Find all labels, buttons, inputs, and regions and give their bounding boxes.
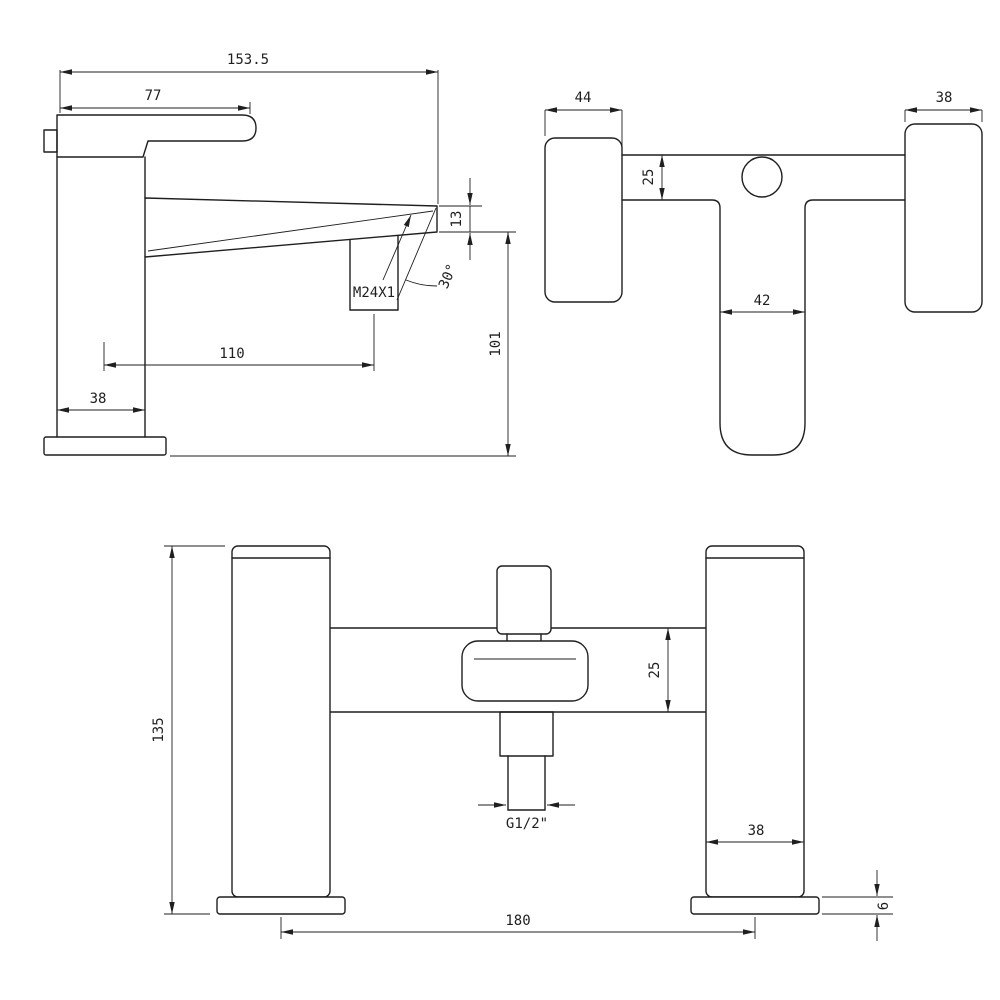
dim-text-42: 42 xyxy=(754,293,771,309)
top-bar-and-spout-channel xyxy=(621,199,906,456)
front-right-pillar xyxy=(705,545,805,898)
side-handle-index-button xyxy=(43,129,58,153)
dim-text-180: 180 xyxy=(505,913,530,929)
dim-handle-length: 77 xyxy=(60,88,251,114)
dim-left-handle-depth: 44 xyxy=(544,90,623,152)
front-left-pillar xyxy=(231,545,331,898)
dim-base-plate-height: 6 xyxy=(822,870,893,941)
dim-total-height: 135 xyxy=(151,545,225,915)
dim-spout-to-base: 101 xyxy=(170,231,516,457)
dim-text-38-top: 38 xyxy=(936,90,953,106)
dim-text-44: 44 xyxy=(575,90,592,106)
side-handle-lever xyxy=(56,114,257,158)
dim-right-handle-depth: 38 xyxy=(904,90,983,122)
dim-text-25-top: 25 xyxy=(641,169,657,186)
hose-thread-text: G1/2" xyxy=(506,816,548,832)
dim-bar-depth: 25 xyxy=(641,155,665,200)
dim-text-101: 101 xyxy=(488,331,504,356)
dim-text-135: 135 xyxy=(151,717,167,742)
front-view: G1/2" 135 25 38 6 xyxy=(151,545,893,941)
dim-bar-height: 25 xyxy=(647,628,671,712)
side-spout xyxy=(144,197,438,258)
dim-spout-tip-height: 13 xyxy=(439,178,482,260)
dim-pillar-centres: 180 xyxy=(280,913,756,939)
angle-callout-text: 30° xyxy=(436,262,461,292)
dim-overall-length: 153.5 xyxy=(59,52,439,204)
front-spout xyxy=(461,640,589,702)
dim-pillar-width: 38 xyxy=(706,823,804,845)
dim-text-spout-tip: 13 xyxy=(449,211,465,228)
dim-text-38-front: 38 xyxy=(748,823,765,839)
callout-thread-m24: M24X1 xyxy=(353,214,412,301)
top-left-handle-block xyxy=(544,137,623,303)
angle-slant-line xyxy=(396,207,437,301)
top-view: 44 38 25 42 xyxy=(544,90,983,456)
front-left-base-plate xyxy=(216,896,346,915)
thread-callout-text: M24X1 xyxy=(353,285,395,301)
angle-arc xyxy=(405,279,438,287)
dim-spout-channel-width: 42 xyxy=(720,293,805,315)
side-base-plate xyxy=(43,436,167,456)
leader-line xyxy=(382,214,412,281)
callout-hose-thread: G1/2" xyxy=(478,802,575,832)
top-right-handle-block xyxy=(904,123,983,313)
dim-body-depth: 38 xyxy=(57,391,145,413)
front-right-base-plate xyxy=(690,896,820,915)
dim-text-overall: 153.5 xyxy=(227,52,269,68)
side-view: M24X1 30° 153.5 77 13 xyxy=(43,52,516,457)
dim-text-110: 110 xyxy=(219,346,244,362)
side-spout-inner-edge xyxy=(147,210,434,252)
dim-text-handle: 77 xyxy=(145,88,162,104)
top-diverter-knob xyxy=(741,156,783,198)
dim-spout-reach: 110 xyxy=(103,314,375,371)
dim-text-6: 6 xyxy=(876,902,892,910)
dim-text-38-body: 38 xyxy=(90,391,107,407)
front-diverter-knob xyxy=(496,565,552,635)
front-hose-connector xyxy=(499,711,554,757)
dim-text-25-front: 25 xyxy=(647,662,663,679)
